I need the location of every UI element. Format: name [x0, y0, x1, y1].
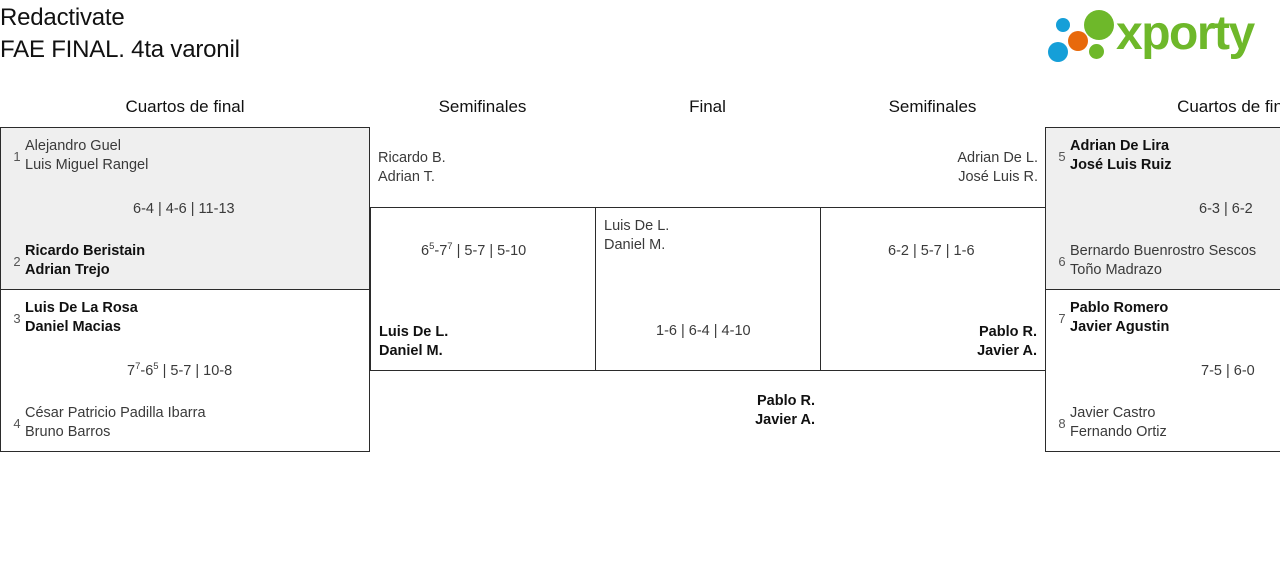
page-title: Redactivate FAE FINAL. 4ta varonil	[0, 2, 760, 66]
player-name: José Luis Ruiz	[1070, 157, 1172, 173]
player-name: Ricardo Beristain	[25, 243, 146, 259]
match-semifinal-1[interactable]: 65-77 | 5-7 | 5-10 Luis De L. Daniel M.	[370, 207, 596, 371]
player-name: Luis Miguel Rangel	[25, 157, 149, 173]
seed-number: 7	[1058, 310, 1066, 326]
player-name: Luis De La Rosa	[25, 300, 138, 316]
match-final[interactable]: Luis De L. Daniel M. 1-6 | 6-4 | 4-10	[595, 207, 821, 371]
player-name: Daniel M.	[379, 343, 443, 359]
player-name: Adrian De Lira	[1070, 138, 1170, 154]
club-name: Redactivate	[0, 4, 125, 31]
player-name: César Patricio Padilla Ibarra	[25, 405, 206, 421]
match-score: 6-3 | 6-2	[1199, 201, 1253, 217]
semifinal-left-bottom-team[interactable]: Luis De L. Daniel M.	[379, 323, 448, 361]
team-row[interactable]: 4 César Patricio Padilla Ibarra Bruno Ba…	[9, 404, 206, 442]
player-name: Javier A.	[755, 412, 815, 428]
team-row[interactable]: 8 Javier Castro Fernando Ortiz	[1054, 404, 1167, 442]
player-name: Toño Madrazo	[1070, 262, 1162, 278]
team-row[interactable]: 6 Bernardo Buenrostro Sescos Toño Madraz…	[1054, 242, 1256, 280]
match-score: 1-6 | 6-4 | 4-10	[656, 323, 751, 339]
player-name: Bernardo Buenrostro Sescos	[1070, 243, 1257, 259]
round-header-semifinals-right: Semifinales	[888, 97, 977, 116]
player-name: Ricardo B.	[378, 150, 446, 166]
player-name: Javier A.	[977, 343, 1037, 359]
player-name: Alejandro Guel	[25, 138, 121, 154]
team-row[interactable]: 7 Pablo Romero Javier Agustin	[1054, 299, 1169, 337]
xporty-logo[interactable]: xporty	[1040, 4, 1272, 64]
logo-dot-green-small-icon	[1089, 44, 1104, 59]
seed-number: 4	[13, 415, 21, 431]
match-score: 77-65 | 5-7 | 10-8	[127, 361, 233, 379]
player-name: Bruno Barros	[25, 424, 111, 440]
semifinal-right-bottom-team[interactable]: Pablo R. Javier A.	[977, 323, 1037, 361]
match-score: 6-4 | 4-6 | 11-13	[133, 201, 235, 217]
player-name: Javier Castro	[1070, 405, 1156, 421]
match-score: 6-2 | 5-7 | 1-6	[888, 243, 975, 259]
player-name: José Luis R.	[958, 169, 1038, 185]
player-name: Javier Agustin	[1070, 319, 1170, 335]
player-name: Adrian Trejo	[25, 262, 110, 278]
logo-dots-icon	[1046, 8, 1124, 62]
team-row[interactable]: 3 Luis De La Rosa Daniel Macias	[9, 299, 138, 337]
match-score: 7-5 | 6-0	[1201, 363, 1255, 379]
round-header-semifinals-left: Semifinales	[438, 97, 527, 116]
round-header-quarterfinals-left: Cuartos de final	[125, 97, 245, 116]
team-row[interactable]: 2 Ricardo Beristain Adrian Trejo	[9, 242, 145, 280]
semifinal-left-top-team[interactable]: Ricardo B. Adrian T.	[378, 149, 446, 187]
player-name: Daniel M.	[604, 237, 666, 253]
player-name: Adrian T.	[378, 169, 435, 185]
match-quarterfinal-3[interactable]: 5 Adrian De Lira José Luis Ruiz 6-3 | 6-…	[1045, 127, 1280, 290]
match-score: 65-77 | 5-7 | 5-10	[421, 241, 527, 259]
seed-number: 6	[1058, 253, 1066, 269]
match-quarterfinal-2[interactable]: 3 Luis De La Rosa Daniel Macias 77-65 | …	[0, 289, 370, 452]
logo-dot-green-large-icon	[1084, 10, 1114, 40]
seed-number: 5	[1058, 148, 1066, 164]
logo-dot-orange-icon	[1068, 31, 1088, 51]
player-name: Luis De L.	[379, 324, 449, 340]
seed-number: 3	[13, 310, 21, 326]
player-name: Pablo R.	[756, 393, 815, 409]
match-semifinal-2[interactable]: 6-2 | 5-7 | 1-6 Pablo R. Javier A.	[820, 207, 1046, 371]
final-bottom-team[interactable]: Pablo R. Javier A.	[655, 392, 815, 430]
player-name: Daniel Macias	[25, 319, 121, 335]
round-header-final: Final	[689, 97, 726, 116]
player-name: Adrian De L.	[957, 150, 1038, 166]
player-name: Fernando Ortiz	[1070, 424, 1167, 440]
final-top-team[interactable]: Luis De L. Daniel M.	[604, 217, 669, 255]
player-name: Pablo R.	[978, 324, 1037, 340]
logo-dot-blue-large-icon	[1048, 42, 1068, 62]
match-quarterfinal-4[interactable]: 7 Pablo Romero Javier Agustin 7-5 | 6-0 …	[1045, 289, 1280, 452]
match-quarterfinal-1[interactable]: 1 Alejandro Guel Luis Miguel Rangel 6-4 …	[0, 127, 370, 290]
team-row[interactable]: 5 Adrian De Lira José Luis Ruiz	[1054, 137, 1172, 175]
round-header-quarterfinals-right: Cuartos de fin	[1177, 97, 1280, 116]
semifinal-right-top-team[interactable]: Adrian De L. José Luis R.	[880, 149, 1038, 187]
team-row[interactable]: 1 Alejandro Guel Luis Miguel Rangel	[9, 137, 148, 175]
seed-number: 8	[1058, 415, 1066, 431]
player-name: Pablo Romero	[1070, 300, 1169, 316]
seed-number: 1	[13, 148, 21, 164]
seed-number: 2	[13, 253, 21, 269]
tournament-name: FAE FINAL. 4ta varonil	[0, 36, 240, 63]
logo-dot-blue-small-icon	[1056, 18, 1070, 32]
player-name: Luis De L.	[604, 218, 670, 234]
logo-wordmark: xporty	[1116, 7, 1255, 60]
